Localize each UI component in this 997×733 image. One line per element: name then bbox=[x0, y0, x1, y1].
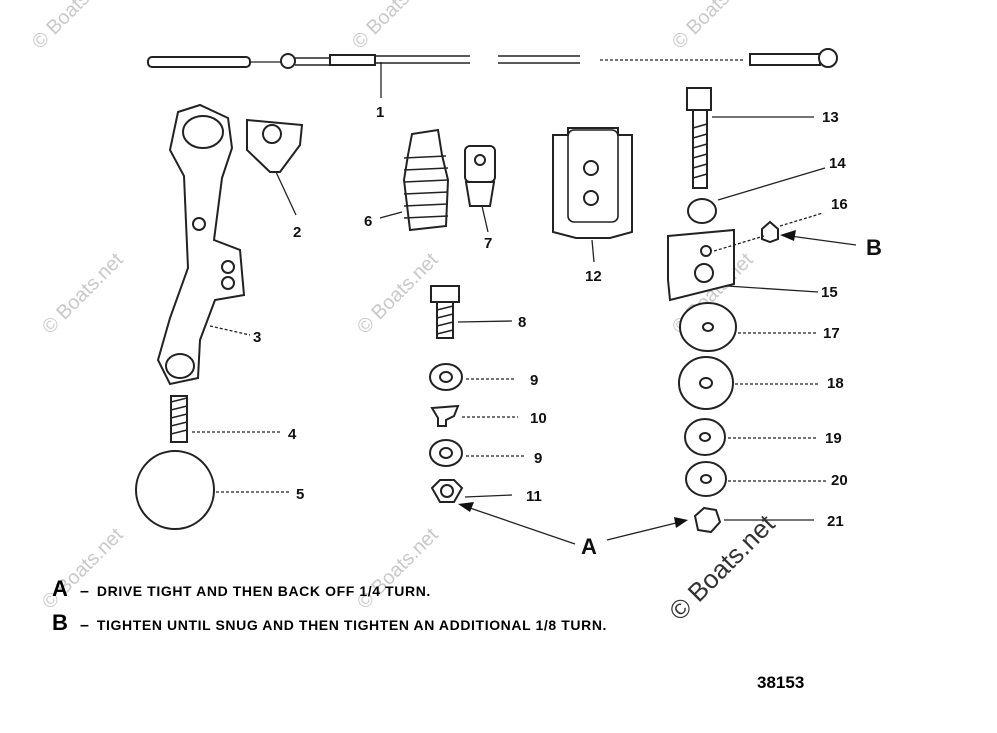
callout-7: 7 bbox=[484, 235, 492, 252]
callout-12: 12 bbox=[585, 268, 602, 285]
callout-16: 16 bbox=[831, 196, 848, 213]
callout-5: 5 bbox=[296, 486, 304, 503]
part-2-bracket bbox=[246, 118, 304, 216]
callout-13: 13 bbox=[822, 109, 839, 126]
callout-1: 1 bbox=[376, 104, 384, 121]
part-6-boot bbox=[379, 128, 450, 232]
callout-2: 2 bbox=[293, 224, 301, 241]
callout-19: 19 bbox=[825, 430, 842, 447]
callout-21: 21 bbox=[827, 513, 844, 530]
note-b-key: B bbox=[52, 610, 68, 635]
part-7-clip bbox=[464, 145, 496, 233]
part-8-bolt bbox=[430, 285, 513, 339]
part-14-washer bbox=[687, 167, 826, 224]
part-15-plate bbox=[667, 228, 819, 302]
callout-labels: 1 2 3 4 5 6 7 8 9 10 9 11 12 13 14 16 B … bbox=[253, 104, 882, 559]
note-a-dash: – bbox=[80, 583, 89, 600]
note-b-dash: – bbox=[80, 617, 89, 634]
callout-10: 10 bbox=[530, 410, 547, 427]
callout-11: 11 bbox=[526, 488, 542, 505]
part-10-bushing bbox=[430, 404, 518, 427]
callout-15: 15 bbox=[821, 284, 838, 301]
part-5-knob bbox=[135, 450, 290, 530]
callout-a: A bbox=[581, 534, 597, 559]
note-a: A – DRIVE TIGHT AND THEN BACK OFF 1/4 TU… bbox=[52, 576, 752, 610]
note-a-text: DRIVE TIGHT AND THEN BACK OFF 1/4 TURN. bbox=[96, 583, 431, 599]
figure-number: 38153 bbox=[757, 673, 805, 692]
callout-17: 17 bbox=[823, 325, 840, 342]
callout-9-lower: 9 bbox=[534, 450, 542, 467]
part-18-spacer bbox=[678, 356, 818, 410]
callout-14: 14 bbox=[829, 155, 846, 172]
arrows-a bbox=[458, 502, 688, 545]
part-12-cover bbox=[552, 127, 633, 263]
watermark: © Boats.net bbox=[668, 0, 758, 54]
part-1-cable bbox=[147, 48, 838, 98]
part-3-arm bbox=[156, 103, 251, 386]
part-9-washer-upper bbox=[429, 363, 515, 391]
part-19-washer bbox=[684, 418, 818, 456]
note-b: B – TIGHTEN UNTIL SNUG AND THEN TIGHTEN … bbox=[52, 610, 752, 644]
part-4-stud bbox=[170, 395, 282, 443]
watermark: © Boats.net bbox=[38, 249, 128, 339]
part-17-spacer bbox=[679, 302, 818, 352]
note-b-text: TIGHTEN UNTIL SNUG AND THEN TIGHTEN AN A… bbox=[96, 617, 608, 633]
arrow-b bbox=[780, 230, 857, 246]
watermarks: © Boats.net © Boats.net © Boats.net © Bo… bbox=[28, 0, 758, 614]
callout-20: 20 bbox=[831, 472, 848, 489]
notes: A – DRIVE TIGHT AND THEN BACK OFF 1/4 TU… bbox=[52, 576, 752, 644]
callout-8: 8 bbox=[518, 314, 526, 331]
part-16-small-nut bbox=[761, 212, 824, 244]
part-13-long-bolt bbox=[686, 87, 814, 189]
part-20-washer bbox=[685, 461, 826, 497]
callout-9-upper: 9 bbox=[530, 372, 538, 389]
watermark: © Boats.net bbox=[348, 0, 438, 54]
callout-4: 4 bbox=[288, 426, 297, 443]
watermark: © Boats.net bbox=[28, 0, 118, 54]
note-a-key: A bbox=[52, 576, 68, 601]
part-11-nut bbox=[430, 479, 513, 503]
callout-b: B bbox=[866, 235, 882, 260]
part-21-nut bbox=[693, 506, 814, 534]
callout-18: 18 bbox=[827, 375, 844, 392]
callout-6: 6 bbox=[364, 213, 372, 230]
watermark: © Boats.net bbox=[353, 249, 443, 339]
part-9-washer-lower bbox=[429, 439, 525, 467]
callout-3: 3 bbox=[253, 329, 261, 346]
